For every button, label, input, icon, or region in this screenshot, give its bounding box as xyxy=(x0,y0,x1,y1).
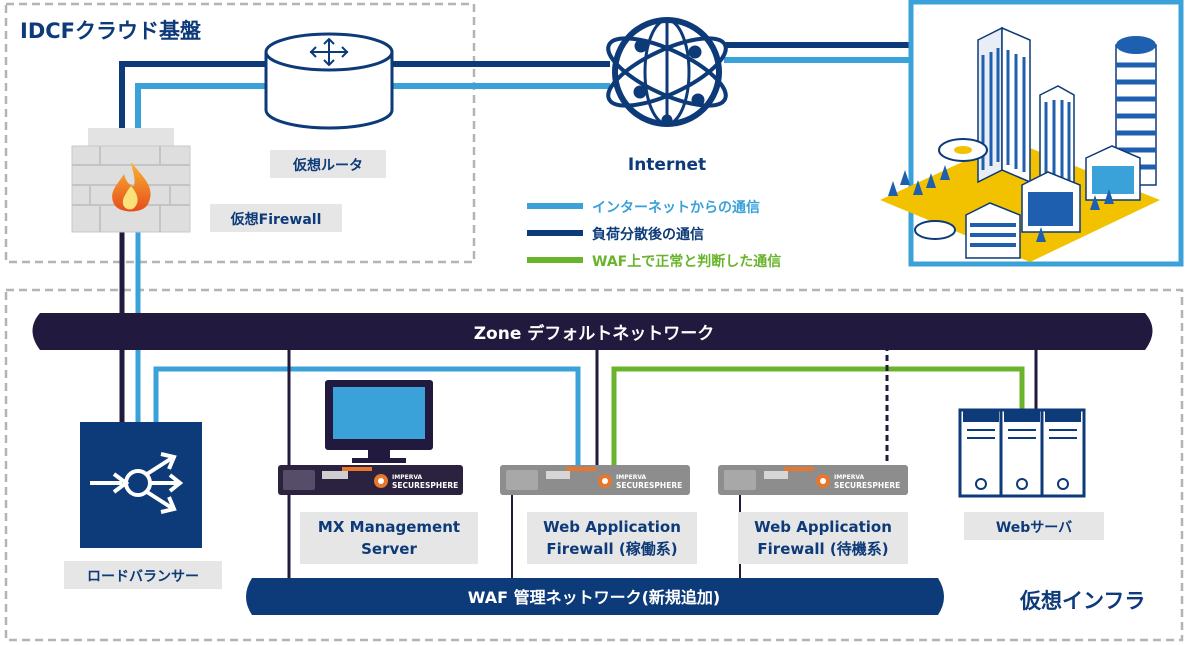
waf-mgmt-network-label: WAF 管理ネットワーク(新規追加) xyxy=(468,588,720,607)
line-blue-lb-waf xyxy=(153,366,581,465)
waf-active-label-line2: Firewall (稼働系) xyxy=(546,540,677,558)
waf-standby-appliance-icon: IMPERVA SECURESPHERE xyxy=(718,465,908,495)
waf-mgmt-network-bar xyxy=(246,578,944,615)
web-server-icon xyxy=(958,408,1086,498)
waf-active-brand-top: IMPERVA xyxy=(616,474,647,481)
load-balancer-label: ロードバランサー xyxy=(87,569,199,585)
infra-title: 仮想インフラ xyxy=(1019,589,1145,613)
legend-label-internet: インターネットからの通信 xyxy=(592,199,760,216)
waf-standby-brand-top: IMPERVA xyxy=(834,474,865,481)
waf-active-label-line1: Web Application xyxy=(543,518,681,536)
firewall-label: 仮想Firewall xyxy=(230,211,322,228)
zone-network-bar xyxy=(32,313,1153,350)
mx-brand-top: IMPERVA xyxy=(392,474,423,481)
line-blue-cloud xyxy=(135,83,610,140)
legend-label-balanced: 負荷分散後の通信 xyxy=(592,226,704,243)
legend: インターネットからの通信 負荷分散後の通信 WAF上で正常と判断した通信 xyxy=(527,199,781,270)
cloud-title: IDCFクラウド基盤 xyxy=(20,19,202,43)
firewall-label-box xyxy=(210,204,342,232)
legend-swatch-internet xyxy=(527,203,583,209)
load-balancer-icon xyxy=(80,422,202,548)
waf-active-appliance-icon: IMPERVA SECURESPHERE xyxy=(500,465,690,495)
waf-active-label-box xyxy=(527,512,697,564)
mx-label-line2: Server xyxy=(361,540,417,558)
mx-brand-bottom: SECURESPHERE xyxy=(392,481,458,490)
waf-standby-label-line2: Firewall (待機系) xyxy=(757,540,888,558)
web-server-label-box xyxy=(964,512,1104,540)
internet-label: Internet xyxy=(628,155,706,175)
mx-label-box xyxy=(300,512,478,564)
internet-icon xyxy=(606,17,728,127)
mx-label-line1: MX Management xyxy=(318,518,460,536)
mx-appliance-icon: IMPERVA SECURESPHERE xyxy=(278,465,463,495)
cloud-region xyxy=(4,2,476,264)
router-label-box xyxy=(270,150,386,178)
waf-standby-label-box xyxy=(738,512,908,564)
load-balancer-label-box xyxy=(64,561,222,589)
line-green-waf-web xyxy=(611,366,1025,465)
waf-active-brand-bottom: SECURESPHERE xyxy=(616,481,682,490)
monitor-icon xyxy=(325,380,433,463)
waf-standby-brand-bottom: SECURESPHERE xyxy=(834,481,900,490)
router-icon xyxy=(264,32,394,130)
zone-network-label: Zone デフォルトネットワーク xyxy=(474,323,715,344)
waf-standby-label-line1: Web Application xyxy=(754,518,892,536)
legend-swatch-balanced xyxy=(527,230,583,236)
infra-region xyxy=(4,288,1184,642)
line-navy-cloud xyxy=(119,61,610,140)
web-server-label: Webサーバ xyxy=(996,520,1072,536)
legend-label-waf-ok: WAF上で正常と判断した通信 xyxy=(592,253,781,270)
firewall-icon xyxy=(71,128,191,233)
router-label: 仮想ルータ xyxy=(292,157,363,174)
city-illustration xyxy=(880,0,1184,267)
legend-swatch-waf-ok xyxy=(527,257,583,263)
